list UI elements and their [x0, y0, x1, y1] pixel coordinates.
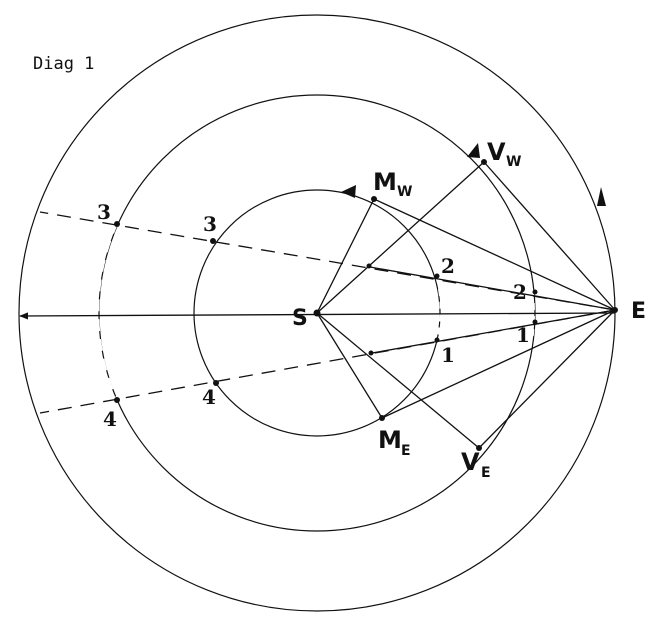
outer-point-4 [114, 397, 120, 403]
mid-2-label: 2 [513, 280, 527, 304]
inner-orbit-arrow [341, 185, 356, 198]
crossing-point-lower [368, 350, 374, 356]
earth-to-venus-east [478, 309, 616, 449]
mid-point-1 [532, 319, 538, 325]
sun-to-mercury-east [316, 312, 383, 419]
dashed-line-lower [39, 309, 616, 414]
outer-4-label: 4 [103, 407, 117, 431]
sun-point [313, 309, 321, 317]
sun-to-mercury-west [316, 198, 375, 314]
venus-east-subscript: E [481, 465, 491, 481]
sight-lines [316, 161, 616, 449]
venus-west-point [481, 159, 487, 165]
venus-west-label: V [487, 138, 506, 166]
earth-label: E [631, 299, 646, 324]
outer-point-3 [114, 221, 120, 227]
outer-orbit-arrow [597, 187, 606, 206]
orbit-gaps [95, 221, 215, 403]
orbit-direction-arrows [341, 143, 606, 206]
dashed-line-upper [39, 211, 616, 311]
inner-point-2 [434, 273, 440, 279]
inner-orbit [193, 189, 441, 437]
inner-point-1 [434, 337, 440, 343]
sun-to-venus-east [316, 312, 480, 449]
earth-to-mercury-west [373, 198, 616, 311]
inner-1-label: 1 [441, 343, 455, 367]
mid-point-2 [532, 289, 538, 295]
orbit-gaps-right [435, 275, 535, 341]
earth-point [612, 307, 618, 313]
mercury-east-point [379, 415, 385, 421]
earth-to-venus-west [483, 161, 616, 311]
inner-4-label: 4 [202, 385, 216, 409]
inner-3-label: 3 [203, 212, 217, 236]
mid-1-label: 1 [516, 323, 530, 347]
sun-to-venus-west [316, 161, 485, 314]
diagram-title: Diag 1 [33, 54, 94, 74]
mercury-west-subscript: W [397, 184, 412, 200]
dashed-sight-lines [39, 211, 616, 414]
inner-2-label: 2 [441, 254, 455, 278]
sun-label: S [292, 306, 308, 331]
mercury-east-label: M [378, 426, 402, 454]
points [114, 159, 618, 451]
middle-orbit-arrow [467, 143, 480, 158]
crossing-point-upper [366, 263, 372, 269]
inner-point-3 [210, 238, 216, 244]
venus-east-point [476, 445, 482, 451]
mercury-west-point [371, 196, 377, 202]
mercury-west-label: M [373, 168, 397, 196]
inner-point-4 [213, 380, 219, 386]
venus-west-subscript: W [506, 154, 521, 170]
earth-to-mercury-east [381, 309, 616, 419]
outer-3-label: 3 [97, 200, 111, 224]
venus-east-label: V [461, 448, 480, 476]
mercury-east-subscript: E [401, 443, 411, 459]
